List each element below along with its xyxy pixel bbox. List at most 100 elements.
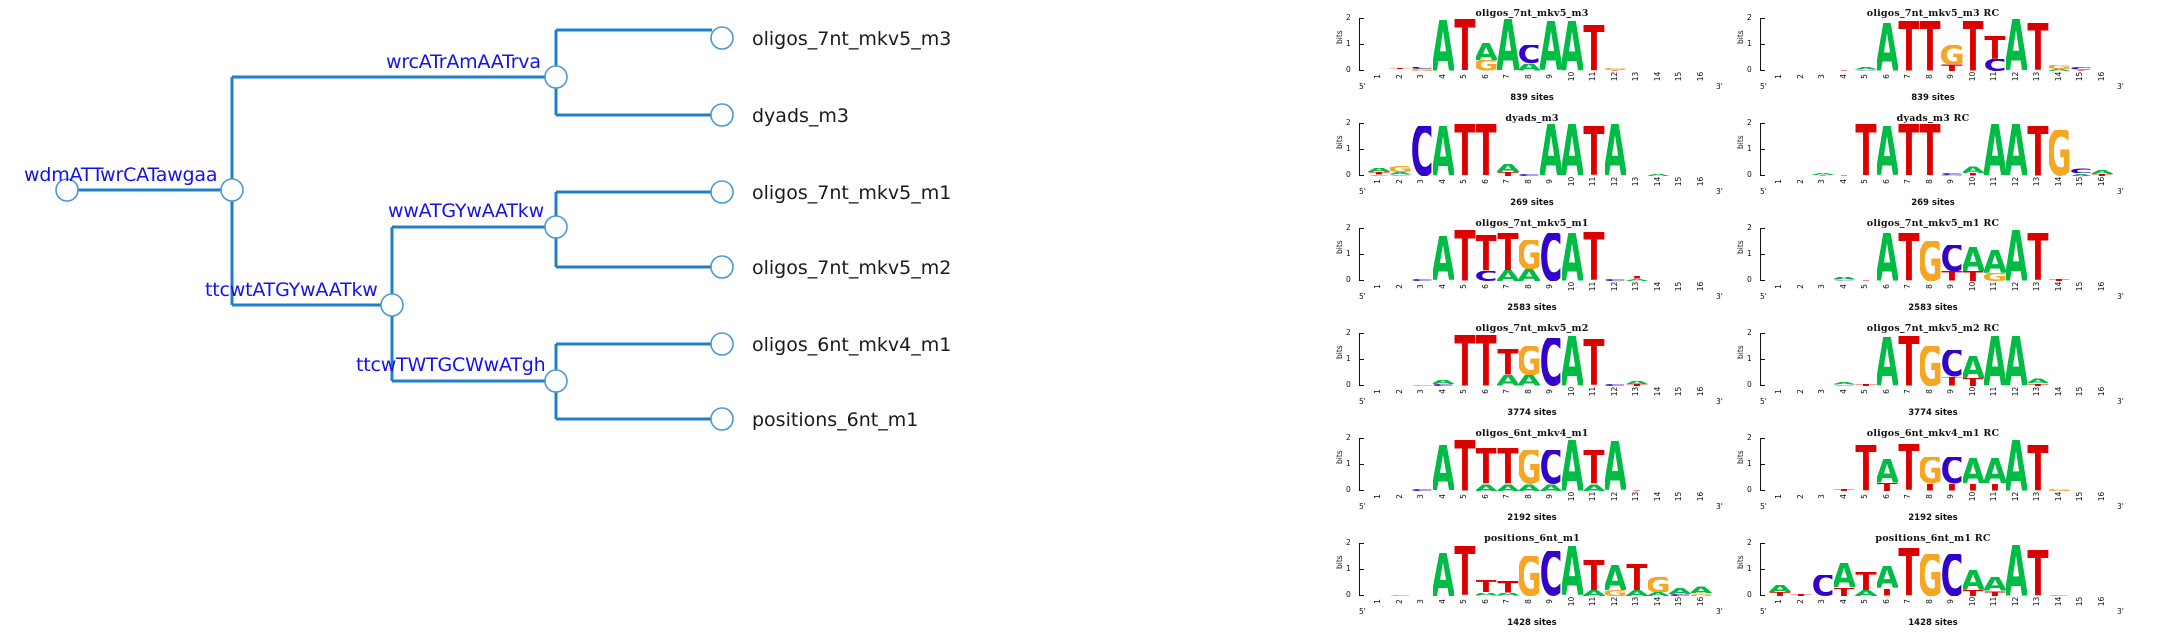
logo-stack-position-13: T — [1626, 175, 1648, 176]
logo-title: positions_6nt_m1 RC — [1875, 533, 1991, 544]
logo-stack-position-10: AT — [1963, 458, 1985, 491]
logo-y-tick — [1760, 464, 1765, 466]
logo-x-tick-label: 1 — [1373, 179, 1383, 184]
logo-stack-position-6: T — [1476, 335, 1498, 386]
tree-node-ttcwt[interactable] — [380, 293, 404, 317]
logo-stack-position-12: A — [2006, 336, 2028, 386]
logo-stack-position-9: GT — [1941, 45, 1963, 71]
logo-letter-A: A — [1834, 277, 1856, 280]
logo-x-tick-label: 14 — [2053, 386, 2063, 397]
logo-x-tick-label: 13 — [1631, 596, 1641, 607]
logo-letter-A: A — [1519, 484, 1541, 491]
logo-letter-A: A — [1497, 484, 1519, 491]
tree-node-internal-root[interactable] — [220, 178, 244, 202]
logo-stack-position-8: C — [1519, 174, 1541, 176]
logo-y-tick — [1760, 569, 1765, 571]
logo-stack-position-7: T — [1898, 124, 1920, 176]
sequence-logo-oligos_6nt_mkv4_m1: oligos_6nt_mkv4_m1bits210CATTATAGACAATAA… — [1332, 426, 1732, 523]
logo-stack-position-2: A — [1390, 280, 1412, 281]
logo-stack-position-12: A — [2006, 440, 2028, 491]
logo-x-tick-label: 5 — [1860, 179, 1870, 184]
logo-letter-A: A — [1390, 172, 1412, 175]
logo-x-tick-label: 8 — [1523, 74, 1533, 79]
logo-letter-T: T — [1941, 64, 1963, 71]
logo-letter-T: T — [1941, 271, 1963, 281]
logo-y-tick-label: 0 — [1747, 65, 1752, 74]
logo-x-tick-label: 8 — [1523, 179, 1533, 184]
logo-stack-position-10: AT — [1963, 356, 1985, 386]
tree-leaf-node-4[interactable] — [710, 332, 734, 356]
tree-node-wrc[interactable] — [544, 65, 568, 89]
logo-letter-G: G — [1920, 457, 1942, 484]
logo-x-tick-label: 3 — [1817, 179, 1827, 184]
logo-letter-G: G — [1984, 273, 2006, 281]
tree-node-ttcwtwtgc[interactable] — [544, 369, 568, 393]
tree-leaf-node-0[interactable] — [710, 26, 734, 50]
logo-x-tick-label: 4 — [1838, 284, 1848, 289]
logo-stack-position-4: A — [1433, 445, 1455, 491]
logo-x-tick-label: 9 — [1946, 389, 1956, 394]
tree-leaf-label-dyads_m3: dyads_m3 — [752, 105, 850, 127]
logo-x-tick-label: 9 — [1946, 599, 1956, 604]
logo-letter-A: A — [1691, 586, 1713, 593]
logo-y-tick-label: 0 — [1346, 485, 1351, 494]
logo-letter-A: A — [1433, 445, 1455, 491]
logo-stack-position-13: AT — [2027, 378, 2049, 386]
logo-letter-T: T — [2027, 23, 2049, 71]
tree-label-ttcwtATGYwAATkw: ttcwtATGYwAATkw — [205, 279, 378, 301]
logo-title: dyads_m3 — [1505, 113, 1559, 124]
logo-y-tick — [1359, 123, 1364, 125]
logo-letter-A: A — [1984, 577, 2006, 591]
logo-letter-T: T — [1984, 591, 2006, 596]
logo-x-tick-label: 16 — [1695, 281, 1705, 292]
logo-letter-T: T — [1962, 270, 1984, 281]
logo-y-tick-label: 1 — [1346, 144, 1351, 153]
logo-stack-position-10: AT — [1963, 247, 1985, 281]
logo-letter-T: T — [2048, 385, 2070, 386]
logo-five-prime-label: 5' — [1359, 187, 1366, 196]
logo-letter-T: T — [1941, 376, 1963, 386]
sequence-logo-oligos_6nt_mkv4_m1-rc: oligos_6nt_mkv4_m1 RCbits210TTTATTGTCTAT… — [1733, 426, 2133, 523]
logo-stack-position-15: CA — [2070, 168, 2092, 176]
logo-letter-A: A — [1626, 590, 1648, 596]
logo-stack-position-11: TA — [1583, 450, 1605, 491]
logo-x-tick-label: 15 — [2075, 176, 2085, 187]
tree-leaf-node-5[interactable] — [710, 407, 734, 431]
logo-stack-position-12: A — [2006, 19, 2028, 71]
logo-x-tick-label: 3 — [1416, 284, 1426, 289]
tree-leaf-node-1[interactable] — [710, 103, 734, 127]
logo-x-tick-label: 14 — [2053, 71, 2063, 82]
logo-letter-A: A — [1984, 458, 2006, 483]
logo-sites-count: 1428 sites — [1507, 618, 1557, 628]
logo-letter-C: C — [1604, 278, 1627, 281]
logo-x-tick-label: 15 — [1674, 176, 1684, 187]
logo-stack-position-5: AC — [1855, 67, 1877, 71]
logo-stack-area: CACTTTAGACATCAT — [1368, 333, 1712, 386]
logo-y-tick-label: 0 — [1747, 590, 1752, 599]
logo-x-tick-label: 12 — [2010, 281, 2020, 292]
tree-leaf-node-3[interactable] — [710, 255, 734, 279]
logo-x-tick-label: 4 — [1437, 179, 1447, 184]
tree-node-root[interactable] — [55, 178, 79, 202]
logo-letter-T: T — [2027, 233, 2049, 281]
logo-x-tick-label: 8 — [1523, 284, 1533, 289]
logo-y-tick — [1359, 149, 1364, 151]
logo-stack-position-5: T — [1855, 280, 1877, 281]
logo-y-tick-label: 0 — [1346, 65, 1351, 74]
logo-stack-position-13: A — [1626, 70, 1648, 71]
logo-x-tick-label: 1 — [1373, 74, 1383, 79]
logo-x-tick-label: 2 — [1394, 179, 1404, 184]
logo-letter-C: C — [1941, 457, 1963, 484]
logo-stack-position-6: A — [1877, 23, 1899, 71]
logo-x-tick-label: 12 — [1609, 281, 1619, 292]
logo-x-tick-label: 5 — [1459, 494, 1469, 499]
logo-letter-C: C — [1540, 338, 1562, 386]
tree-node-wwatgy[interactable] — [544, 215, 568, 239]
logo-letter-T: T — [1833, 69, 1855, 71]
logo-x-tick-label: 11 — [1588, 176, 1598, 187]
tree-leaf-node-2[interactable] — [710, 180, 734, 204]
